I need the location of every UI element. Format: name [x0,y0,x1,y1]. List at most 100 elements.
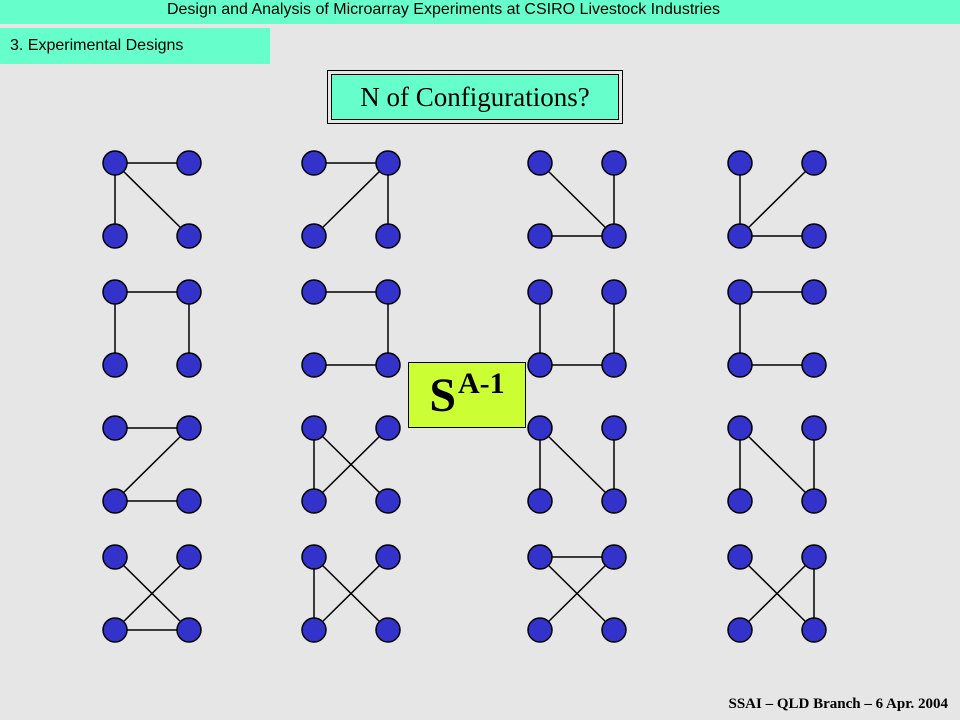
node-a [527,150,553,176]
node-a [301,150,327,176]
edge-b-c [114,427,190,502]
node-b [375,415,401,441]
node-c [527,488,553,514]
footer-text: SSAI – QLD Branch – 6 Apr. 2004 [728,696,949,712]
node-a [301,544,327,570]
node-b [801,544,827,570]
node-d [601,617,627,643]
node-b [375,544,401,570]
node-d [176,223,202,249]
configuration-2 [301,150,401,249]
configuration-15 [527,544,627,643]
node-a [301,279,327,305]
node-d [375,617,401,643]
configuration-7 [527,279,627,378]
configuration-12 [727,415,827,514]
node-a [527,279,553,305]
node-d [601,223,627,249]
center-label-exponent: A-1 [458,367,505,400]
node-c [727,223,753,249]
node-c [527,352,553,378]
configuration-4 [727,150,827,249]
node-d [176,617,202,643]
edge-b-c [539,556,615,631]
node-b [375,279,401,305]
node-a [727,279,753,305]
edge-b-c [313,427,389,502]
node-b [176,544,202,570]
edge-b-c [739,162,815,237]
configuration-13 [102,544,202,643]
node-c [301,488,327,514]
edge-a-d [739,427,815,502]
edge-a-d [114,162,190,237]
node-d [375,352,401,378]
node-a [527,544,553,570]
node-c [102,617,128,643]
node-d [801,352,827,378]
configuration-14 [301,544,401,643]
edge-b-c [739,556,815,631]
node-d [375,223,401,249]
header-bar: Design and Analysis of Microarray Experi… [0,0,960,24]
node-c [727,617,753,643]
node-c [301,223,327,249]
configuration-8 [727,279,827,378]
node-a [102,279,128,305]
node-a [727,150,753,176]
node-c [527,223,553,249]
node-b [176,150,202,176]
node-c [301,352,327,378]
node-b [176,415,202,441]
center-label: SA-1 [429,367,504,423]
node-a [727,415,753,441]
configuration-5 [102,279,202,378]
node-c [727,352,753,378]
node-c [727,488,753,514]
node-b [801,279,827,305]
slide-title: N of Configurations? [360,81,590,112]
node-d [801,223,827,249]
header-title: Design and Analysis of Microarray Experi… [166,1,721,18]
node-c [301,617,327,643]
configuration-9 [102,415,202,514]
node-d [601,488,627,514]
edge-a-d [539,162,615,237]
node-d [801,488,827,514]
configuration-11 [527,415,627,514]
node-a [102,544,128,570]
node-c [102,352,128,378]
edge-b-c [114,556,190,631]
node-a [102,415,128,441]
node-c [527,617,553,643]
node-a [727,544,753,570]
node-d [176,352,202,378]
slide-title-inner: N of Configurations? [331,74,619,120]
node-d [176,488,202,514]
center-label-base: S [429,369,457,422]
node-d [601,352,627,378]
configuration-10 [301,415,401,514]
configuration-6 [301,279,401,378]
node-c [102,223,128,249]
edge-b-c [313,162,389,237]
section-label: 3. Experimental Designs [10,37,184,54]
center-label-box: SA-1 [408,362,526,428]
node-b [601,279,627,305]
node-a [102,150,128,176]
node-d [801,617,827,643]
node-d [375,488,401,514]
node-b [801,415,827,441]
node-b [601,544,627,570]
node-b [801,150,827,176]
node-b [601,150,627,176]
section-tab: 3. Experimental Designs [0,28,270,64]
node-c [102,488,128,514]
node-b [601,415,627,441]
edge-b-c [313,556,389,631]
node-a [527,415,553,441]
node-b [176,279,202,305]
configuration-16 [727,544,827,643]
edge-a-d [539,427,615,502]
